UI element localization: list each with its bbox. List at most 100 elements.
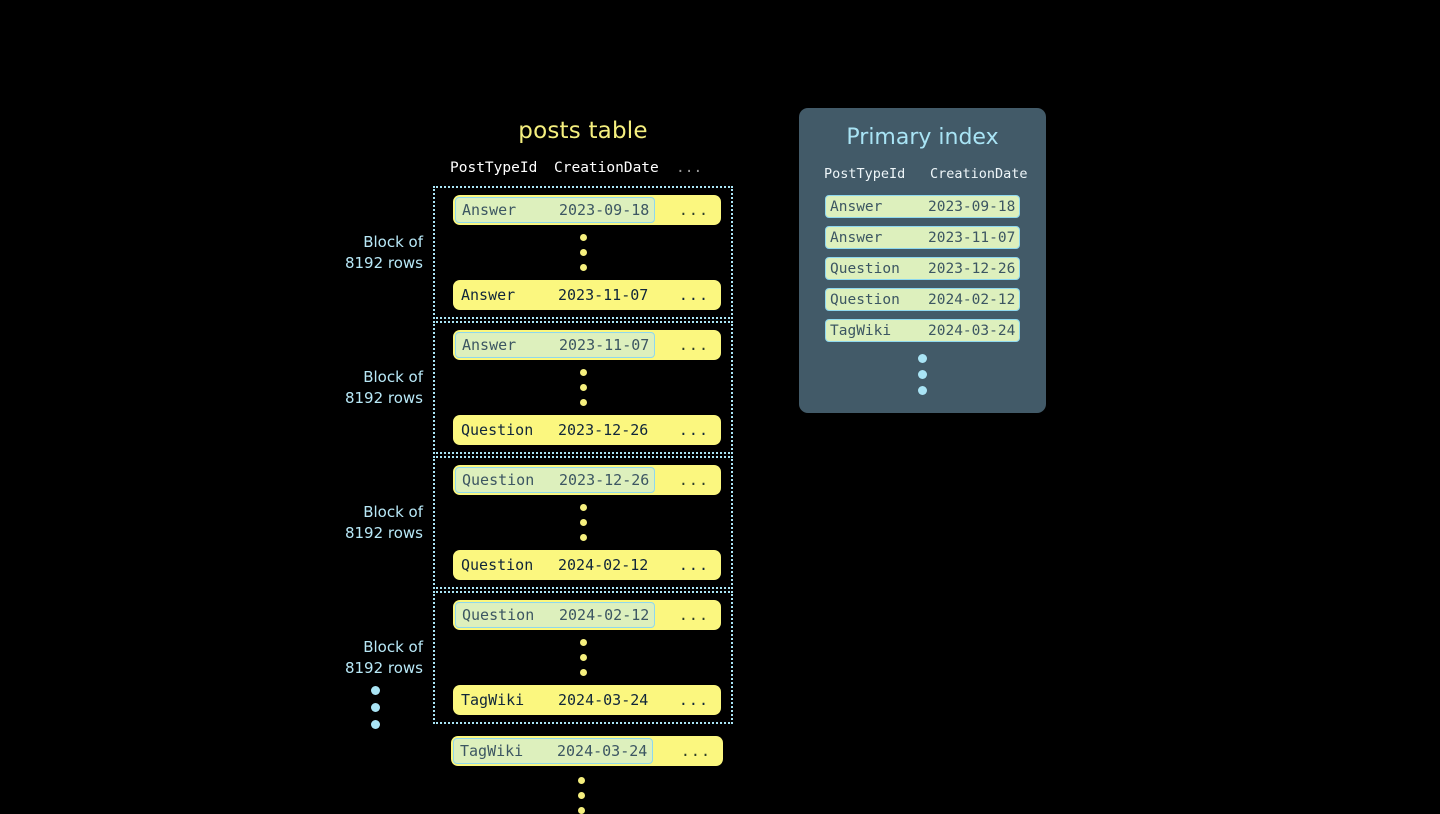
- cell-creationdate: 2023-12-26: [559, 471, 650, 489]
- cell-posttypeid: Answer: [462, 201, 517, 219]
- primary-index-panel: Primary index PostTypeId CreationDate An…: [799, 108, 1046, 413]
- cell-more: ...: [678, 421, 709, 439]
- row-key-highlight: TagWiki 2024-03-24: [453, 738, 654, 764]
- ellipsis-dot: [579, 234, 587, 241]
- block-label: Block of 8192 rows: [345, 637, 423, 679]
- row-key-highlight: Question 2024-02-12: [455, 602, 656, 628]
- block-label-line2: 8192 rows: [344, 658, 423, 677]
- index-row: Question 2024-02-12: [825, 288, 1020, 311]
- cell-more: ...: [678, 286, 709, 304]
- cell-creationdate: 2024-02-12: [928, 291, 1016, 308]
- cell-posttypeid: Question: [461, 421, 534, 439]
- ellipsis-dot: [579, 264, 587, 271]
- cell-posttypeid: Question: [830, 291, 900, 308]
- cell-creationdate: 2023-12-26: [558, 421, 649, 439]
- ellipsis-dot: [579, 369, 587, 376]
- ellipsis-dot: [579, 249, 587, 256]
- cell-more: ...: [678, 606, 709, 624]
- cell-creationdate: 2023-09-18: [559, 201, 650, 219]
- cell-more: ...: [678, 471, 709, 489]
- cell-posttypeid: Answer: [830, 198, 883, 215]
- blocks-ellipsis: [371, 686, 380, 729]
- ellipsis-dot: [577, 777, 585, 784]
- table-row: Question 2024-02-12 ...: [453, 550, 721, 580]
- block-label-line1: Block of: [363, 232, 423, 251]
- cell-more: ...: [678, 201, 709, 219]
- ellipsis-dot: [579, 519, 587, 526]
- row-key: Question 2024-02-12: [455, 552, 653, 578]
- ellipsis-dot: [579, 399, 587, 406]
- block-label: Block of 8192 rows: [345, 367, 423, 409]
- cell-posttypeid: TagWiki: [461, 691, 525, 709]
- cell-posttypeid: TagWiki: [460, 742, 524, 760]
- row-key: TagWiki 2024-03-24: [455, 687, 653, 713]
- cell-posttypeid: Question: [462, 471, 535, 489]
- ellipsis-dot: [918, 370, 927, 379]
- rows-ellipsis: [451, 777, 711, 814]
- ellipsis-dot: [577, 807, 585, 814]
- posts-table-title: posts table: [518, 118, 648, 144]
- column-header-posttypeid: PostTypeId: [450, 160, 538, 176]
- table-row: Question 2023-12-26 ...: [453, 465, 721, 495]
- table-row: Question 2024-02-12 ...: [453, 600, 721, 630]
- row-key: Answer 2023-11-07: [455, 282, 653, 308]
- block-label-line1: Block of: [363, 637, 423, 656]
- column-header-more: ...: [676, 160, 703, 176]
- block-label-line1: Block of: [363, 502, 423, 521]
- cell-creationdate: 2024-03-24: [558, 691, 649, 709]
- table-row: Question 2023-12-26 ...: [453, 415, 721, 445]
- index-row: Answer 2023-09-18: [825, 195, 1020, 218]
- cell-more: ...: [678, 556, 709, 574]
- cell-posttypeid: Answer: [461, 286, 516, 304]
- block-label: Block of 8192 rows: [345, 502, 423, 544]
- cell-creationdate: 2024-03-24: [928, 322, 1016, 339]
- block-label-line2: 8192 rows: [344, 523, 423, 542]
- row-key: Question 2023-12-26: [455, 417, 653, 443]
- rows-ellipsis: [453, 495, 713, 550]
- cell-posttypeid: Answer: [462, 336, 517, 354]
- cell-creationdate: 2024-03-24: [557, 742, 648, 760]
- ellipsis-dot: [918, 354, 927, 363]
- ellipsis-dot: [579, 654, 587, 661]
- cell-creationdate: 2023-09-18: [928, 198, 1016, 215]
- cell-more: ...: [678, 336, 709, 354]
- row-key-highlight: Question 2023-12-26: [455, 467, 656, 493]
- posts-table-column-headers: PostTypeId CreationDate ...: [433, 160, 733, 176]
- column-header-creationdate: CreationDate: [930, 166, 1028, 182]
- cell-creationdate: 2024-02-12: [558, 556, 649, 574]
- primary-index-title: Primary index: [846, 125, 999, 150]
- cell-creationdate: 2023-11-07: [928, 229, 1016, 246]
- ellipsis-dot: [918, 386, 927, 395]
- block-label-line1: Block of: [363, 367, 423, 386]
- rows-ellipsis: [453, 630, 713, 685]
- cell-more: ...: [678, 691, 709, 709]
- cell-posttypeid: Question: [462, 606, 535, 624]
- granule-block: Block of 8192 rows Question 2023-12-26 .…: [345, 456, 733, 589]
- index-rows-ellipsis: [799, 354, 1046, 395]
- ellipsis-dot: [579, 669, 587, 676]
- ellipsis-dot: [577, 792, 585, 799]
- table-row: Answer 2023-09-18 ...: [453, 195, 721, 225]
- ellipsis-dot: [579, 504, 587, 511]
- ellipsis-dot: [579, 534, 587, 541]
- row-key-highlight: Answer 2023-09-18: [455, 197, 656, 223]
- granule-block: Block of 8192 rows Question 2024-02-12 .…: [345, 591, 733, 724]
- ellipsis-dot: [371, 720, 380, 729]
- block-label-line2: 8192 rows: [344, 253, 423, 272]
- cell-creationdate: 2023-11-07: [558, 286, 649, 304]
- cell-more: ...: [680, 742, 711, 760]
- posts-table-group: posts table PostTypeId CreationDate ... …: [345, 118, 733, 814]
- ellipsis-dot: [579, 384, 587, 391]
- cell-posttypeid: TagWiki: [830, 322, 892, 339]
- index-row: TagWiki 2024-03-24: [825, 319, 1020, 342]
- granule-block: Block of 8192 rows Answer 2023-09-18 ...…: [345, 186, 733, 319]
- cell-posttypeid: Question: [461, 556, 534, 574]
- ellipsis-dot: [371, 703, 380, 712]
- cell-creationdate: 2023-11-07: [559, 336, 650, 354]
- column-header-posttypeid: PostTypeId: [824, 166, 906, 182]
- primary-index-column-headers: PostTypeId CreationDate: [799, 166, 1046, 182]
- cell-creationdate: 2024-02-12: [559, 606, 650, 624]
- rows-ellipsis: [453, 225, 713, 280]
- index-row: Answer 2023-11-07: [825, 226, 1020, 249]
- table-row: TagWiki 2024-03-24 ...: [451, 736, 723, 766]
